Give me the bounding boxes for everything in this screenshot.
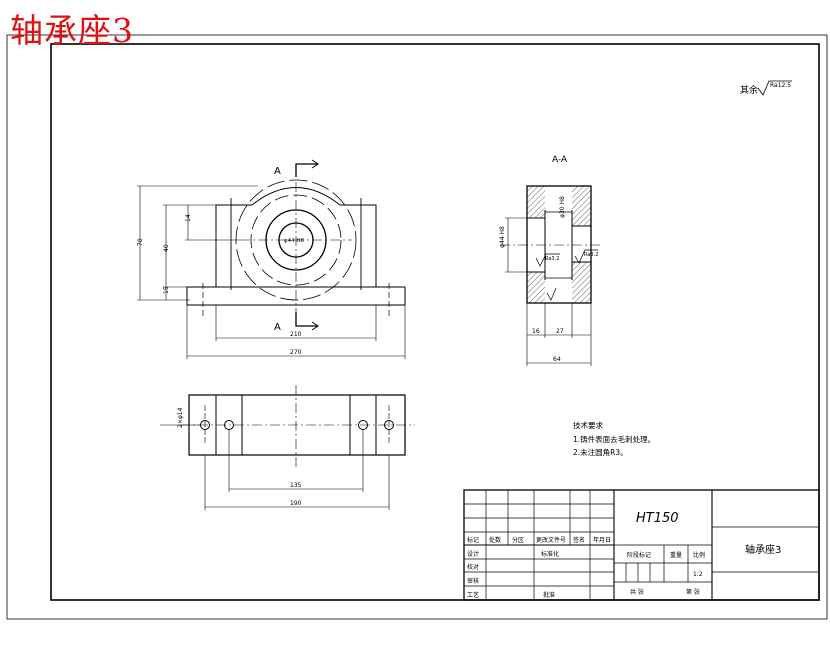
svg-text:1.铸件表面去毛刺处理。: 1.铸件表面去毛刺处理。 xyxy=(573,434,655,444)
svg-text:2×φ14: 2×φ14 xyxy=(177,407,184,428)
svg-text:审核: 审核 xyxy=(467,577,479,585)
svg-text:重量: 重量 xyxy=(670,551,682,559)
svg-text:210: 210 xyxy=(290,331,302,338)
part-name: 轴承座3 xyxy=(745,543,781,556)
front-view: A A φ44 H8 xyxy=(137,159,406,359)
tech-requirements: 技术要求 1.铸件表面去毛刺处理。 2.未注圆角R3。 xyxy=(573,420,655,457)
svg-text:2.未注圆角R3。: 2.未注圆角R3。 xyxy=(573,447,628,457)
svg-text:处数: 处数 xyxy=(489,536,501,544)
svg-text:批准: 批准 xyxy=(543,591,555,599)
section-title: A-A xyxy=(552,155,568,165)
svg-text:分区: 分区 xyxy=(512,536,524,544)
svg-text:技术要求: 技术要求 xyxy=(573,420,603,430)
svg-text:更改文件号: 更改文件号 xyxy=(536,536,566,544)
svg-text:年月日: 年月日 xyxy=(593,536,611,544)
svg-text:135: 135 xyxy=(290,482,302,489)
svg-text:阶段标记: 阶段标记 xyxy=(627,551,651,559)
svg-text:40: 40 xyxy=(163,244,170,252)
svg-text:64: 64 xyxy=(553,356,561,363)
svg-text:校对: 校对 xyxy=(467,563,479,571)
svg-text:工艺: 工艺 xyxy=(467,591,479,599)
svg-text:16: 16 xyxy=(532,328,540,335)
material-label: HT150 xyxy=(636,511,679,526)
svg-text:Ra12.5: Ra12.5 xyxy=(770,82,791,89)
roughness-note: 其余 Ra12.5 xyxy=(740,80,792,96)
front-bore-label: φ44 H8 xyxy=(284,238,305,244)
svg-text:27: 27 xyxy=(556,328,564,335)
svg-text:设计: 设计 xyxy=(467,550,479,558)
svg-text:比例: 比例 xyxy=(693,551,705,559)
section-mark-bottom: A xyxy=(274,322,281,333)
svg-text:共 张: 共 张 xyxy=(630,588,644,596)
svg-text:标准化: 标准化 xyxy=(541,550,559,558)
svg-text:15: 15 xyxy=(163,286,170,294)
svg-text:Ra3.2: Ra3.2 xyxy=(545,256,559,262)
title-block xyxy=(463,489,820,601)
svg-text:φ30 H8: φ30 H8 xyxy=(559,196,566,218)
svg-text:190: 190 xyxy=(290,500,302,507)
svg-text:270: 270 xyxy=(290,349,302,356)
svg-text:标记: 标记 xyxy=(467,536,479,544)
drawing-title: 轴承座3 xyxy=(10,11,134,50)
svg-text:1:2: 1:2 xyxy=(693,571,703,578)
top-view: 2×φ14 135 190 xyxy=(160,385,415,510)
svg-text:其余: 其余 xyxy=(740,84,758,96)
svg-text:70: 70 xyxy=(137,238,144,246)
outer-border xyxy=(6,34,828,620)
svg-text:14: 14 xyxy=(185,214,192,222)
svg-text:签名: 签名 xyxy=(573,536,585,544)
section-view: A-A φ44 H8 φ30 H8 Ra3.2 Ra3.2 xyxy=(499,155,600,366)
svg-text:Ra3.2: Ra3.2 xyxy=(584,252,598,258)
svg-text:φ44 H8: φ44 H8 xyxy=(499,226,506,248)
inner-border xyxy=(50,43,820,601)
section-mark-top: A xyxy=(274,166,281,177)
svg-text:第 张: 第 张 xyxy=(686,588,700,596)
title-block-text: HT150 轴承座3 标记 处数 分区 更改文件号 签名 年月日 设计 校对 审… xyxy=(467,511,781,599)
